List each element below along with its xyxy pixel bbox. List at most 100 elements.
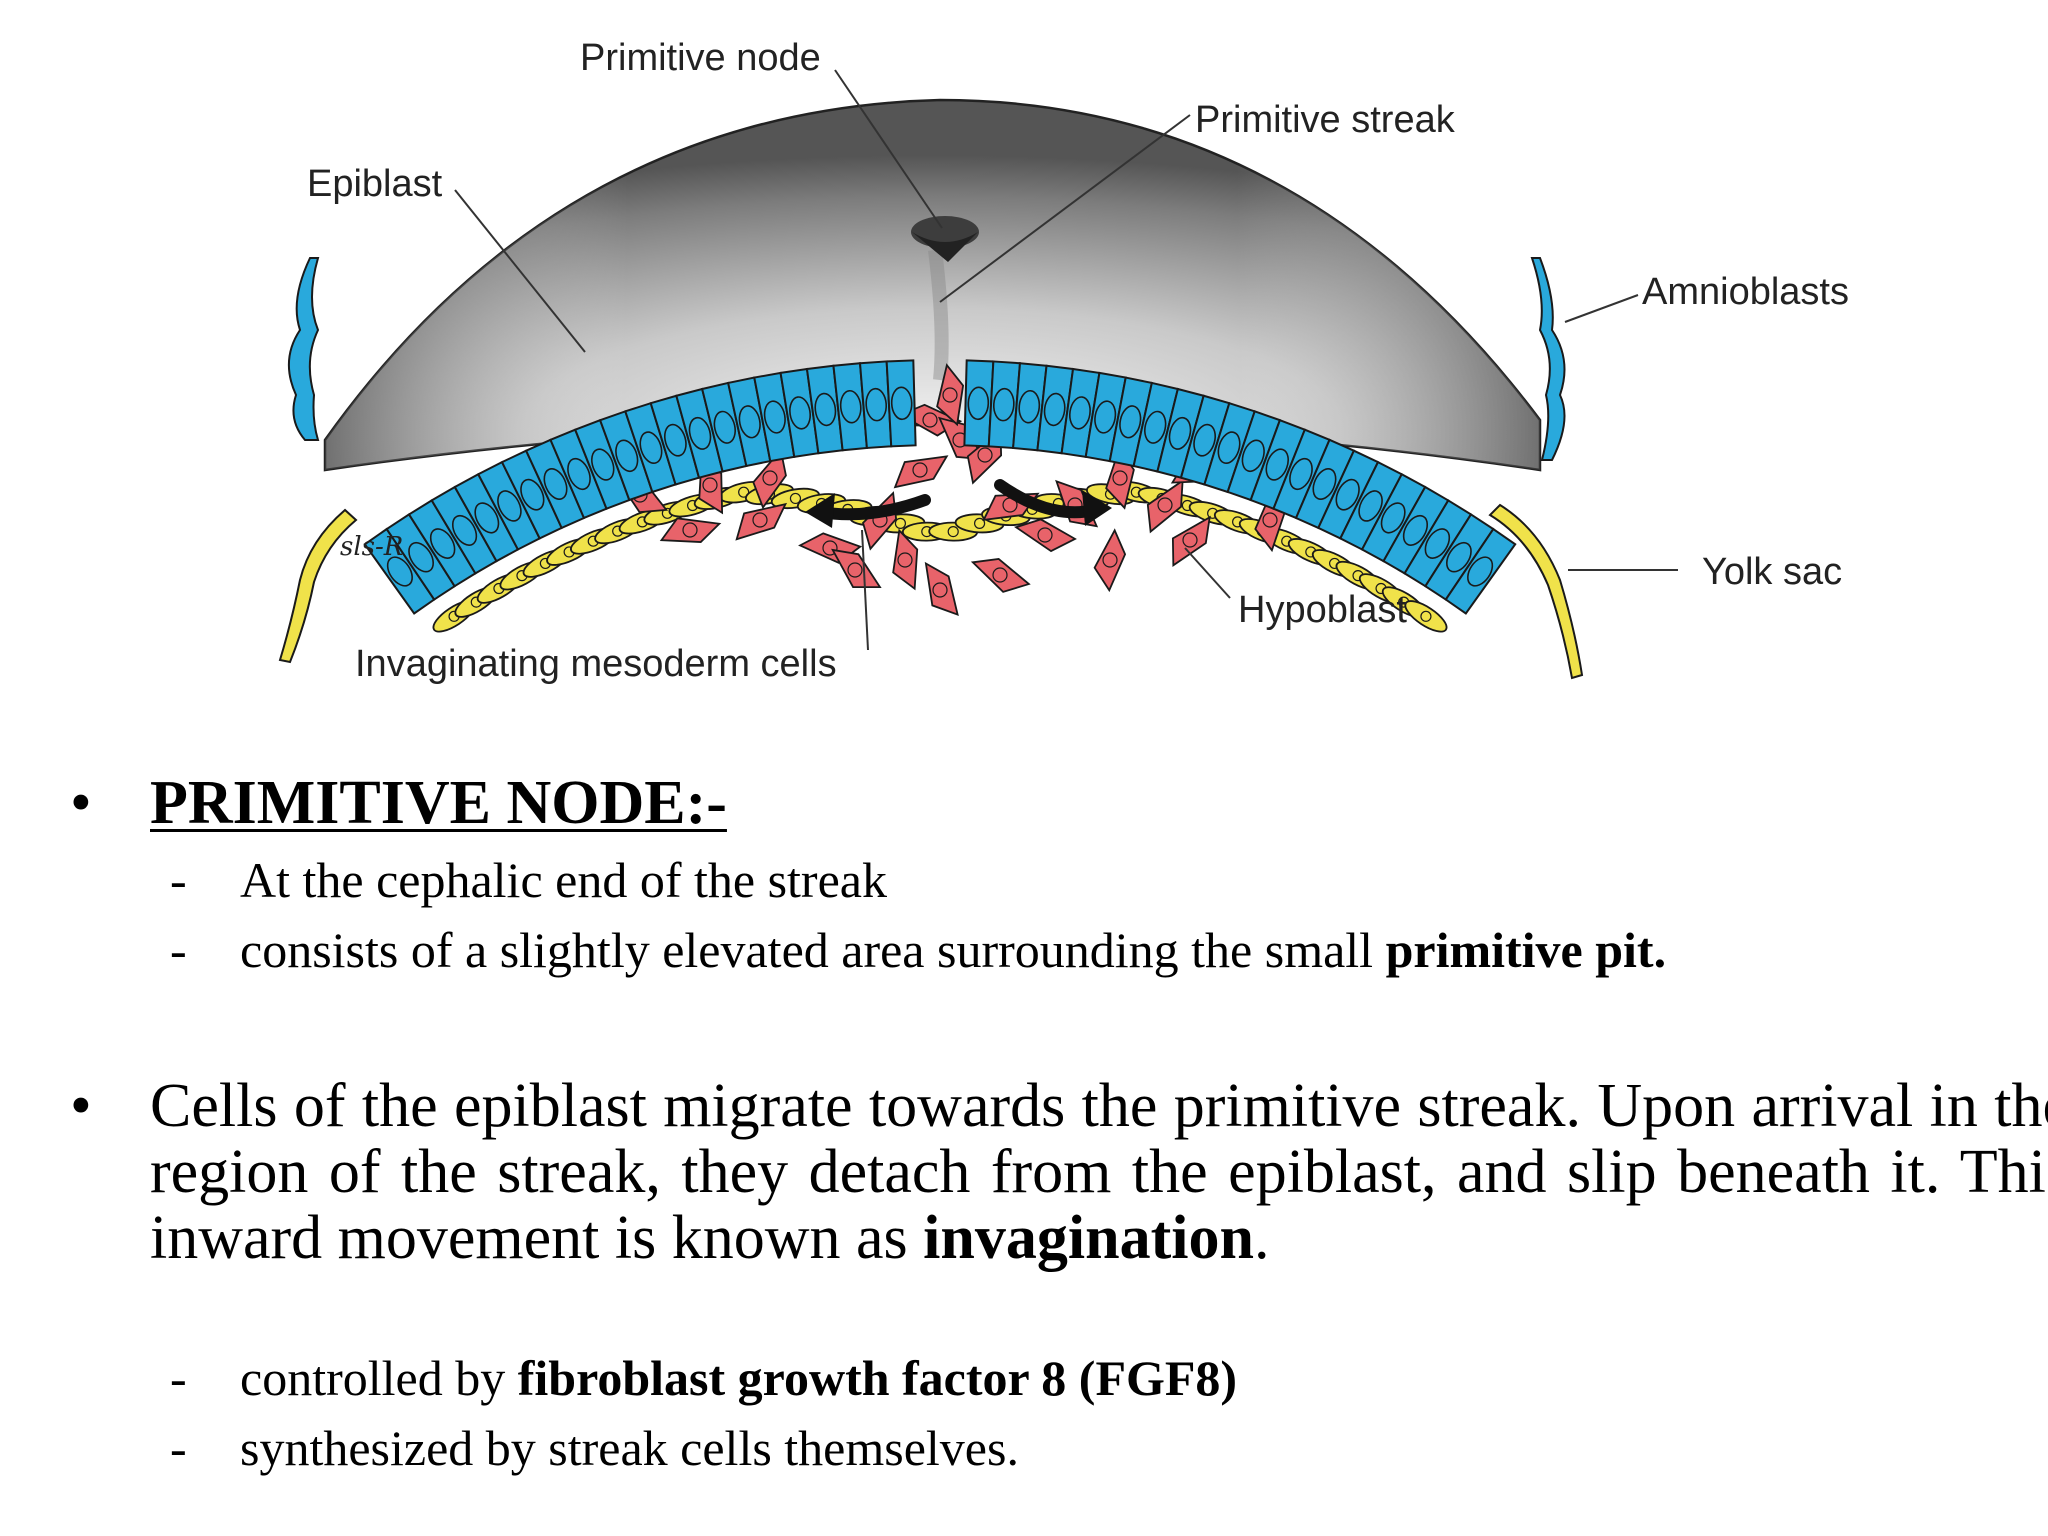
mesoderm-nucleus [942, 387, 958, 403]
mesoderm-nucleus [992, 567, 1008, 583]
mesoderm-nucleus [912, 462, 928, 478]
epiblast-nucleus [1241, 439, 1265, 473]
amnioblasts-right [1530, 257, 1566, 461]
epiblast-nucleus [1217, 431, 1241, 465]
migration-arrows [805, 479, 1112, 528]
term-primitive-pit: primitive pit. [1385, 922, 1667, 978]
mesoderm-cell [831, 548, 882, 589]
leader-lines [454, 69, 1678, 651]
mesoderm-nucleus [932, 582, 948, 598]
hypoblast-nucleus [973, 517, 986, 529]
sub-item-text: At the cephalic end of the streak [240, 852, 887, 908]
label-hypoblast: Hypoblast [1238, 589, 1407, 631]
artist-signature: sls-R [340, 532, 403, 562]
epiblast-nucleus [429, 528, 456, 559]
epiblast-nucleus [738, 405, 761, 439]
mesoderm-nucleus [1112, 470, 1128, 486]
epiblast-nucleus [497, 490, 522, 522]
mesoderm-cell [1013, 518, 1077, 553]
mesoderm-nucleus [682, 522, 698, 538]
bullet-symbol: • [70, 769, 92, 837]
epiblast-nucleus [615, 439, 639, 473]
epiblast-nucleus [1265, 448, 1289, 481]
epiblast-nucleus [1380, 502, 1406, 534]
term-fgf8: fibroblast growth factor 8 (FGF8) [517, 1350, 1238, 1406]
label-epiblast: Epiblast [307, 163, 443, 205]
mesoderm-cell [1171, 515, 1211, 567]
epiblast-nucleus [789, 396, 812, 430]
mesoderm-nucleus [1037, 527, 1053, 543]
epiblast-nucleus [1018, 389, 1041, 424]
epiblast-nucleus [1068, 396, 1091, 430]
epiblast-nucleus [890, 386, 913, 421]
mesoderm-nucleus [1102, 552, 1118, 568]
mesoderm-nucleus [922, 412, 938, 428]
hypoblast-nucleus [947, 525, 959, 538]
mesoderm-cell [892, 528, 919, 591]
epiblast-nucleus [1445, 541, 1472, 573]
epiblast-nucleus [1424, 528, 1451, 559]
epiblast-nucleus [1467, 556, 1494, 587]
mesoderm-cell [735, 502, 788, 541]
dash: - [170, 852, 187, 908]
yolk-sac-left [278, 508, 358, 664]
amniotic-dome [323, 98, 1542, 472]
sub-item-text-plain: controlled by [240, 1350, 518, 1406]
label-primitive-node: Primitive node [580, 37, 821, 79]
dash: - [170, 922, 187, 978]
sub-item-text-plain: consists of a slightly elevated area sur… [240, 922, 1386, 978]
dash: - [170, 1420, 187, 1476]
mesoderm-nucleus [897, 552, 913, 568]
mesoderm-cell [924, 561, 959, 617]
mesoderm-nucleus [1157, 497, 1173, 513]
label-yolk-sac: Yolk sac [1702, 551, 1842, 593]
mesoderm-cell [1093, 528, 1127, 593]
mesoderm-cell [936, 363, 965, 427]
epiblast-nucleus [713, 410, 736, 444]
epiblast-cell [885, 359, 917, 448]
primitive-pit [911, 216, 979, 262]
mesoderm-nucleus [847, 562, 863, 578]
epiblast-nucleus [992, 387, 1015, 422]
epiblast-nucleus [1312, 468, 1337, 500]
epiblast-nucleus [1043, 392, 1066, 427]
epiblast-nucleus [1402, 514, 1429, 546]
label-invaginating-mesoderm: Invaginating mesoderm cells [355, 643, 837, 685]
epiblast-nucleus [1094, 400, 1117, 434]
heading-primitive-node: PRIMITIVE NODE:- [150, 769, 727, 837]
epiblast-cell [1444, 527, 1517, 615]
yolk-sac-right [1488, 503, 1584, 680]
mesoderm-nucleus [1262, 512, 1278, 528]
epiblast-nucleus [814, 392, 837, 427]
mesoderm-nucleus [702, 477, 718, 493]
dash: - [170, 1350, 187, 1406]
epiblast-nucleus [865, 387, 888, 422]
sub-item-text: controlled by fibroblast growth factor 8… [240, 1348, 1237, 1408]
epiblast-nucleus [1193, 423, 1217, 457]
sub-item-text: consists of a slightly elevated area sur… [240, 920, 1666, 980]
epiblast-nucleus [1335, 478, 1360, 511]
mesoderm-nucleus [977, 447, 993, 463]
epiblast-nucleus [688, 416, 712, 450]
mesoderm-nucleus [762, 470, 778, 486]
term-invagination: invagination [923, 1204, 1254, 1272]
epiblast-nucleus [591, 448, 615, 481]
hypoblast-nucleus [1420, 610, 1432, 622]
epiblast-nucleus [520, 478, 545, 511]
hypoblast-nucleus [789, 492, 802, 505]
epiblast-nucleus [663, 423, 687, 457]
hypoblast-nucleus [894, 517, 907, 529]
epiblast-nucleus [839, 389, 862, 424]
hypoblast-cell [1404, 600, 1448, 633]
amnioblasts-left [287, 257, 320, 441]
embryo-diagram: Primitive node Primitive streak Epiblast… [278, 37, 1849, 685]
paragraph-tail: . [1253, 1204, 1270, 1272]
mesoderm-cell [893, 455, 949, 489]
paragraph-text: Cells of the epiblast migrate towards th… [150, 1072, 2048, 1272]
epiblast-nucleus [639, 431, 663, 465]
epiblast-nucleus [763, 400, 786, 434]
mesoderm-cell [752, 447, 787, 510]
mesoderm-nucleus [752, 512, 768, 528]
epiblast-nucleus [967, 386, 990, 421]
bullet-symbol: • [70, 1072, 92, 1140]
